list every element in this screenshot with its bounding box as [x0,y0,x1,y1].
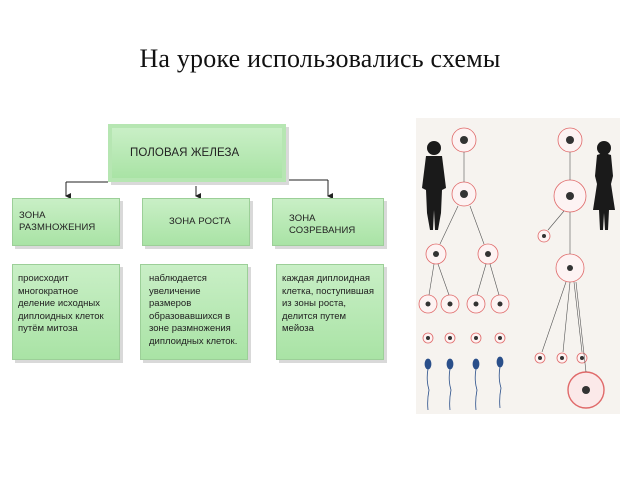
zone-box-reproduction: ЗОНА РАЗМНОЖЕНИЯ [12,198,120,246]
root-node-label: ПОЛОВАЯ ЖЕЛЕЗА [130,147,240,159]
male-nuclei [425,136,503,340]
zone-description-text: наблюдается увеличение размеров образова… [149,273,238,347]
zone-description-growth: наблюдается увеличение размеров образова… [140,264,248,360]
zone-title: ЗОНА РАЗМНОЖЕНИЯ [19,210,96,233]
slide-title: На уроке использовались схемы [139,44,501,73]
egg-cell-icon [567,371,605,409]
male-arrows [428,152,500,296]
zone-description-reproduction: происходит многократное деление исходных… [12,264,120,360]
male-figure-icon [422,141,446,230]
zone-description-maturation: каждая диплоидная клетка, поступившая из… [276,264,384,360]
zone-title: ЗОНА РОСТА [169,216,231,227]
female-nuclei [538,136,584,360]
female-figure-icon [593,141,615,230]
sperm-cell-icon [424,356,504,411]
zone-description-text: происходит многократное деление исходных… [18,273,104,334]
root-node-gonad: ПОЛОВАЯ ЖЕЛЕЗА [108,124,286,182]
gametogenesis-illustration [418,127,615,411]
zone-description-text: каждая диплоидная клетка, поступившая из… [282,273,374,334]
gametogenesis-diagram [416,118,620,414]
zone-box-maturation: ЗОНА СОЗРЕВАНИЯ [272,198,384,246]
zone-title: ЗОНА СОЗРЕВАНИЯ [289,213,356,236]
female-arrows [541,152,587,373]
zone-box-growth: ЗОНА РОСТА [142,198,250,246]
